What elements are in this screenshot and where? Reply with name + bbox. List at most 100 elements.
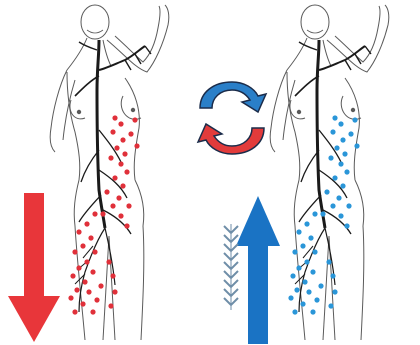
lymph-node — [134, 143, 139, 148]
lymph-node — [114, 145, 119, 150]
lymph-node — [340, 137, 345, 142]
lymph-node — [304, 259, 309, 264]
down-arrow — [8, 193, 60, 342]
right-body-outline — [270, 5, 389, 340]
lymph-node — [98, 283, 103, 288]
cycle-top-arrow — [200, 82, 266, 112]
lymph-node — [344, 169, 349, 174]
lymph-node — [108, 155, 113, 160]
lymph-node — [336, 195, 341, 200]
lymph-node — [72, 309, 77, 314]
lymph-node — [328, 155, 333, 160]
lymph-node — [84, 259, 89, 264]
chevron-column — [224, 224, 238, 310]
lymph-node — [120, 137, 125, 142]
lymph-node — [312, 211, 317, 216]
lymph-node — [330, 129, 335, 134]
lymph-node — [92, 211, 97, 216]
lymph-node — [118, 213, 123, 218]
lymph-node — [120, 183, 125, 188]
lymph-node — [94, 297, 99, 302]
lymph-node — [84, 221, 89, 226]
lymph-node — [124, 223, 129, 228]
lymph-node — [292, 309, 297, 314]
lymph-node — [352, 117, 357, 122]
lymph-node — [110, 203, 115, 208]
lymph-node — [304, 221, 309, 226]
lymph-node — [112, 289, 117, 294]
lymph-node — [300, 301, 305, 306]
lymph-node — [342, 151, 347, 156]
lymph-node — [80, 301, 85, 306]
lymph-node — [338, 121, 343, 126]
lymph-node — [332, 289, 337, 294]
lymph-node — [290, 273, 295, 278]
lymph-node — [108, 303, 113, 308]
lymph-node — [126, 203, 131, 208]
lymph-node — [110, 129, 115, 134]
lymph-node — [354, 143, 359, 148]
lymph-node — [124, 169, 129, 174]
lymph-node — [112, 115, 117, 120]
lymph-node — [324, 189, 329, 194]
lymph-node — [72, 249, 77, 254]
lymph-node — [106, 259, 111, 264]
lymph-node — [330, 203, 335, 208]
lymph-node — [296, 229, 301, 234]
lymph-node — [348, 131, 353, 136]
lymph-node — [104, 189, 109, 194]
lymph-node — [82, 279, 87, 284]
lymph-node — [128, 131, 133, 136]
lymph-node — [306, 289, 311, 294]
lymph-node — [312, 249, 317, 254]
cycle-bottom-arrow — [198, 124, 264, 154]
lymph-node — [296, 265, 301, 270]
lymph-node — [310, 269, 315, 274]
lymph-node — [122, 151, 127, 156]
lymph-node — [116, 195, 121, 200]
lymph-node — [338, 213, 343, 218]
lymph-node — [318, 283, 323, 288]
lymph-node — [332, 175, 337, 180]
lymph-node — [292, 249, 297, 254]
lymph-node — [112, 175, 117, 180]
left-figure — [50, 5, 169, 340]
lymph-node — [330, 273, 335, 278]
left-body-outline — [50, 5, 169, 340]
lymph-node — [326, 259, 331, 264]
up-arrow — [236, 196, 280, 344]
lymph-node — [328, 303, 333, 308]
lymph-node — [288, 295, 293, 300]
lymph-node — [74, 287, 79, 292]
lymph-node — [118, 161, 123, 166]
lymph-node — [334, 145, 339, 150]
lymph-node — [340, 183, 345, 188]
left-lymph-nodes — [68, 115, 139, 314]
lymph-node — [294, 287, 299, 292]
lymph-node — [346, 203, 351, 208]
lymph-node — [90, 269, 95, 274]
lymph-node — [100, 211, 105, 216]
lymph-node — [310, 309, 315, 314]
lymph-node — [332, 115, 337, 120]
lymph-node — [118, 121, 123, 126]
lymph-node — [314, 297, 319, 302]
lymph-node — [80, 243, 85, 248]
right-lymph-nodes — [288, 115, 359, 314]
lymph-node — [92, 249, 97, 254]
lymph-node — [76, 265, 81, 270]
lymph-node — [308, 235, 313, 240]
lymph-node — [344, 223, 349, 228]
lymph-node — [132, 117, 137, 122]
lymph-node — [68, 295, 73, 300]
lymph-node — [110, 273, 115, 278]
lymph-node — [88, 235, 93, 240]
lymph-node — [338, 161, 343, 166]
lymph-node — [302, 279, 307, 284]
cycle-icon — [198, 82, 266, 154]
lymph-node — [320, 211, 325, 216]
right-figure — [270, 5, 389, 340]
lymph-node — [76, 229, 81, 234]
